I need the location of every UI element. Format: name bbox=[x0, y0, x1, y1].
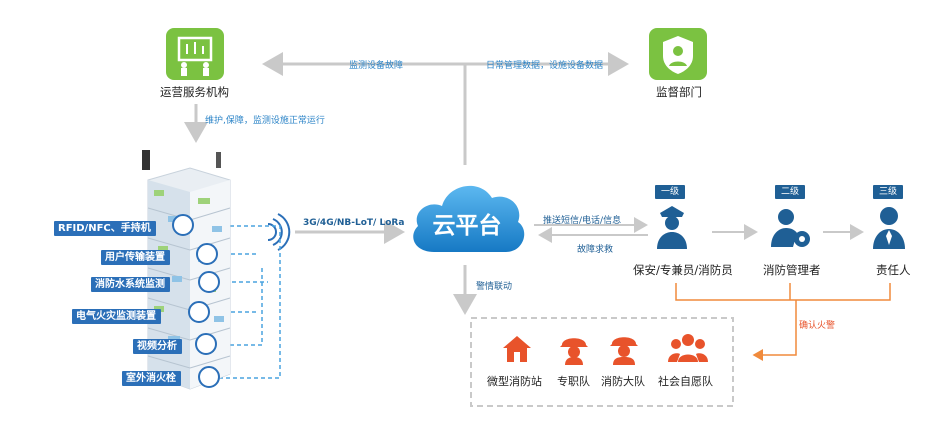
cloud-icon bbox=[413, 185, 525, 252]
flow-label-to-supervision: 日常管理数据，设施设备数据 bbox=[486, 61, 604, 71]
camera-icon bbox=[195, 333, 217, 355]
electrical-monitor-icon bbox=[188, 301, 210, 323]
responder-label-station: 微型消防站 bbox=[487, 375, 542, 388]
flow-label-staff-to-cloud: 故障求救 bbox=[577, 245, 614, 255]
water-gauge-icon bbox=[198, 271, 220, 293]
level-badge-3: 三级 bbox=[873, 185, 903, 199]
confirm-bracket bbox=[675, 283, 891, 301]
level-label-3: 责任人 bbox=[876, 263, 911, 277]
firefighter-helmet-icon bbox=[560, 338, 588, 365]
fire-station-icon bbox=[503, 336, 531, 362]
level-label-1: 保安/专兼员/消防员 bbox=[633, 263, 733, 277]
volunteer-group-icon bbox=[668, 334, 708, 362]
building-illustration bbox=[142, 150, 231, 390]
handheld-reader-icon bbox=[172, 214, 194, 236]
responder-label-volunteer: 社会自愿队 bbox=[658, 375, 713, 388]
device-tag-hydrant: 室外消火栓 bbox=[122, 371, 181, 386]
supervision-node-label: 监督部门 bbox=[656, 85, 702, 99]
supervision-node-icon-box bbox=[649, 28, 707, 80]
responders-box bbox=[470, 317, 734, 407]
flow-label-building-to-cloud: 3G/4G/NB-LoT/ LoRa bbox=[303, 218, 405, 228]
device-tag-water: 消防水系统监测 bbox=[91, 277, 170, 292]
responder-label-brigade: 消防大队 bbox=[601, 375, 645, 388]
device-tag-transmission: 用户传输装置 bbox=[101, 250, 170, 265]
responder-label-fulltime: 专职队 bbox=[557, 375, 590, 388]
flow-label-to-ops: 监测设备故障 bbox=[349, 61, 404, 71]
cloud-label: 云平台 bbox=[432, 213, 502, 239]
presentation-board-icon bbox=[177, 36, 213, 76]
transmission-device-icon bbox=[196, 243, 218, 265]
device-tag-rfid: RFID/NFC、手持机 bbox=[54, 221, 156, 236]
level-badge-2: 二级 bbox=[775, 185, 805, 199]
wireless-signal-icon bbox=[267, 213, 291, 251]
arrow-confirm-fire bbox=[752, 300, 797, 361]
ops-node-label: 运营服务机构 bbox=[160, 85, 229, 99]
flow-label-ops-to-building: 维护,保障，监测设施正常运行 bbox=[205, 116, 325, 126]
flow-label-confirm-fire: 确认火警 bbox=[799, 321, 836, 331]
guard-icon bbox=[657, 206, 687, 249]
shield-person-icon bbox=[663, 36, 693, 74]
device-tag-electrical: 电气火灾监测装置 bbox=[72, 309, 161, 324]
device-tag-video: 视频分析 bbox=[133, 339, 182, 354]
ops-node-icon-box bbox=[166, 28, 224, 80]
flow-label-alarm-link: 警情联动 bbox=[476, 282, 513, 292]
manager-gear-icon bbox=[771, 209, 810, 247]
person-tie-icon bbox=[873, 207, 905, 249]
level-label-2: 消防管理者 bbox=[763, 263, 821, 277]
level-badge-1: 一级 bbox=[655, 185, 685, 199]
flow-label-cloud-to-staff: 推送短信/电话/信息 bbox=[543, 216, 622, 226]
firefighter-icon bbox=[610, 337, 638, 365]
hydrant-icon bbox=[198, 366, 220, 388]
